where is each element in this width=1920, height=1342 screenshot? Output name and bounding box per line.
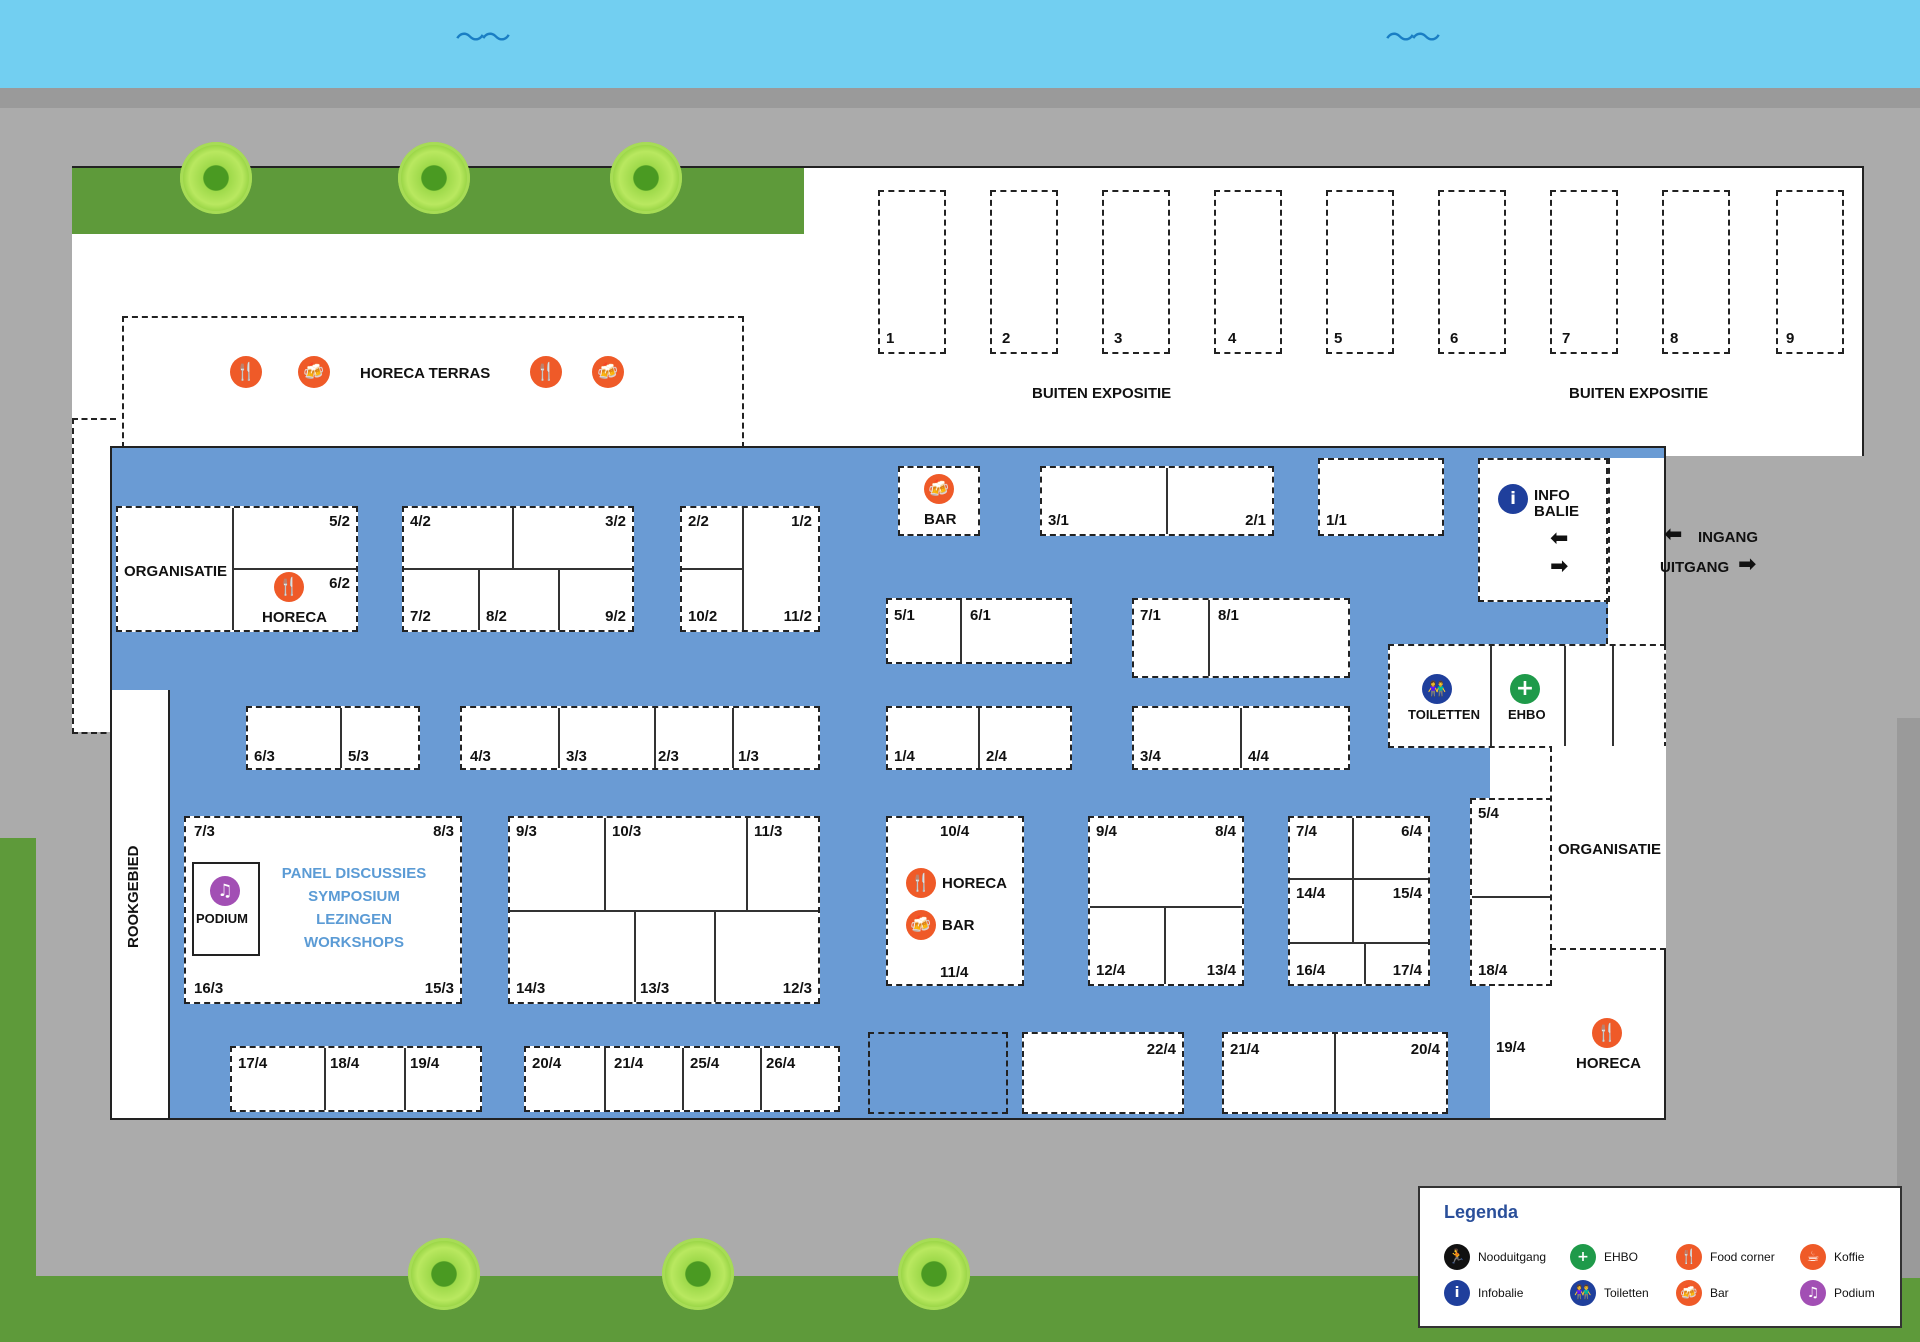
podium-block[interactable]: 7/3 8/3 16/3 15/3 PODIUM xyxy=(184,816,462,1004)
expo-stand[interactable]: 3 xyxy=(1102,190,1170,354)
podium-icon: ♫ xyxy=(1800,1280,1826,1306)
podium-icon: ♫ xyxy=(210,876,240,906)
booth-22-4[interactable]: 22/4 xyxy=(1022,1032,1184,1114)
entrance-lane xyxy=(1606,458,1666,644)
food-corner-icon: 🍴 xyxy=(530,356,562,388)
bar-icon: 🍻 xyxy=(1676,1280,1702,1306)
food-corner-icon: 🍴 xyxy=(906,868,936,898)
legend-item: 🏃Nooduitgang xyxy=(1444,1244,1546,1270)
bar-icon: 🍻 xyxy=(924,474,954,504)
tree-icon xyxy=(398,142,470,214)
horeca-bar-block[interactable]: 10/4 11/4 HORECA BAR xyxy=(886,816,1024,986)
expo-stand[interactable]: 4 xyxy=(1214,190,1282,354)
booth-block[interactable]: 5/1 6/1 xyxy=(886,598,1072,664)
food-corner-icon: 🍴 xyxy=(1592,1018,1622,1048)
divider xyxy=(168,690,170,1118)
booth-block[interactable]: 6/3 5/3 xyxy=(246,706,420,770)
empty-zone xyxy=(868,1032,1008,1114)
legend: Legenda 🏃Nooduitgang +EHBO 🍴Food corner … xyxy=(1418,1186,1902,1328)
legend-item: 🍴Food corner xyxy=(1676,1244,1775,1270)
food-corner-icon: 🍴 xyxy=(230,356,262,388)
expo-stand[interactable]: 6 xyxy=(1438,190,1506,354)
buiten-expositie-label: BUITEN EXPOSITIE xyxy=(1032,385,1172,402)
rookgebied-area xyxy=(112,690,170,1118)
koffie-icon: ☕ xyxy=(1800,1244,1826,1270)
rookgebied-label: ROOKGEBIED xyxy=(125,845,142,948)
expo-stand[interactable]: 5 xyxy=(1326,190,1394,354)
booth-block[interactable]: 3/4 4/4 xyxy=(1132,706,1350,770)
uitgang-label: UITGANG xyxy=(1660,559,1730,576)
bar-icon: 🍻 xyxy=(592,356,624,388)
legend-item: ☕Koffie xyxy=(1800,1244,1864,1270)
expo-stand[interactable]: 1 xyxy=(878,190,946,354)
legend-item: 🍻Bar xyxy=(1676,1280,1729,1306)
outdoor-left-zone xyxy=(72,418,116,734)
toiletten-icon: 👫 xyxy=(1570,1280,1596,1306)
service-block[interactable]: TOILETTEN EHBO xyxy=(1388,644,1666,748)
ehbo-icon: + xyxy=(1510,674,1540,704)
horeca-label: HORECA xyxy=(1576,1055,1642,1072)
ehbo-icon: + xyxy=(1570,1244,1596,1270)
buiten-expositie-label: BUITEN EXPOSITIE xyxy=(1569,385,1709,402)
booth-block[interactable]: 2/2 1/2 10/2 11/2 xyxy=(680,506,820,632)
infobalie-icon: i xyxy=(1444,1280,1470,1306)
road xyxy=(0,88,1920,108)
bar-icon: 🍻 xyxy=(906,910,936,940)
exhibition-hall xyxy=(110,446,1666,1120)
wave-icon: 〜〜 xyxy=(455,21,511,56)
tree-icon xyxy=(180,142,252,214)
ingang-arrow-icon: ⬅ xyxy=(1664,522,1683,547)
legend-item: ♫Podium xyxy=(1800,1280,1875,1306)
tree-icon xyxy=(408,1238,480,1310)
info-balie[interactable]: INFO BALIE ⬅ ➡ xyxy=(1478,458,1610,602)
tree-icon xyxy=(610,142,682,214)
horeca-terras xyxy=(122,316,744,448)
bar-icon: 🍻 xyxy=(298,356,330,388)
tree-icon xyxy=(662,1238,734,1310)
booth-block[interactable]: 5/4 18/4 xyxy=(1470,798,1552,986)
expo-stand[interactable]: 2 xyxy=(990,190,1058,354)
booth-block[interactable]: 7/4 6/4 14/4 15/4 16/4 17/4 xyxy=(1288,816,1430,986)
booth-block[interactable]: 3/1 2/1 xyxy=(1040,466,1274,536)
tree-icon xyxy=(898,1238,970,1310)
booth-block[interactable]: 1/4 2/4 xyxy=(886,706,1072,770)
horeca-terras-label: HORECA TERRAS xyxy=(360,365,491,382)
organisatie-label: ORGANISATIE xyxy=(1558,841,1662,858)
water xyxy=(0,0,1920,88)
food-corner-icon: 🍴 xyxy=(274,572,304,602)
booth-block[interactable]: 9/3 10/3 11/3 14/3 13/3 12/3 xyxy=(508,816,820,1004)
booth-19-4[interactable]: 19/4 xyxy=(1496,1039,1526,1056)
food-corner-icon: 🍴 xyxy=(1676,1244,1702,1270)
organisatie-right[interactable] xyxy=(1550,746,1666,950)
infobalie-icon: i xyxy=(1498,484,1528,514)
expo-stand[interactable]: 7 xyxy=(1550,190,1618,354)
booth-1-1[interactable]: 1/1 xyxy=(1318,458,1444,536)
panel-program: PANEL DISCUSSIES SYMPOSIUM LEZINGEN WORK… xyxy=(281,865,427,951)
legend-title: Legenda xyxy=(1444,1202,1519,1222)
nooduitgang-icon: 🏃 xyxy=(1444,1244,1470,1270)
toiletten-icon: 👫 xyxy=(1422,674,1452,704)
outdoor-left-path xyxy=(72,418,112,732)
ingang-label: INGANG xyxy=(1698,529,1758,546)
grass-left xyxy=(0,838,36,1342)
expo-stand[interactable]: 9 xyxy=(1776,190,1844,354)
booth-block[interactable]: 21/4 20/4 xyxy=(1222,1032,1448,1114)
booth-block[interactable]: 4/3 3/3 2/3 1/3 xyxy=(460,706,820,770)
road-right xyxy=(1897,718,1920,1278)
booth-block[interactable]: 20/4 21/4 25/4 26/4 xyxy=(524,1046,840,1112)
booth-block[interactable]: 7/1 8/1 xyxy=(1132,598,1350,678)
legend-item: 👫Toiletten xyxy=(1570,1280,1649,1306)
wave-icon: 〜〜 xyxy=(1385,21,1441,56)
expo-stand[interactable]: 8 xyxy=(1662,190,1730,354)
organisatie-block[interactable]: ORGANISATIE 5/2 6/2 HORECA xyxy=(116,506,358,632)
uitgang-arrow-icon: ➡ xyxy=(1738,552,1757,577)
booth-block[interactable]: 4/2 3/2 7/2 8/2 9/2 xyxy=(402,506,634,632)
booth-block[interactable]: 17/4 18/4 19/4 xyxy=(230,1046,482,1112)
legend-item: +EHBO xyxy=(1570,1244,1638,1270)
booth-block[interactable]: 9/4 8/4 12/4 13/4 xyxy=(1088,816,1244,986)
